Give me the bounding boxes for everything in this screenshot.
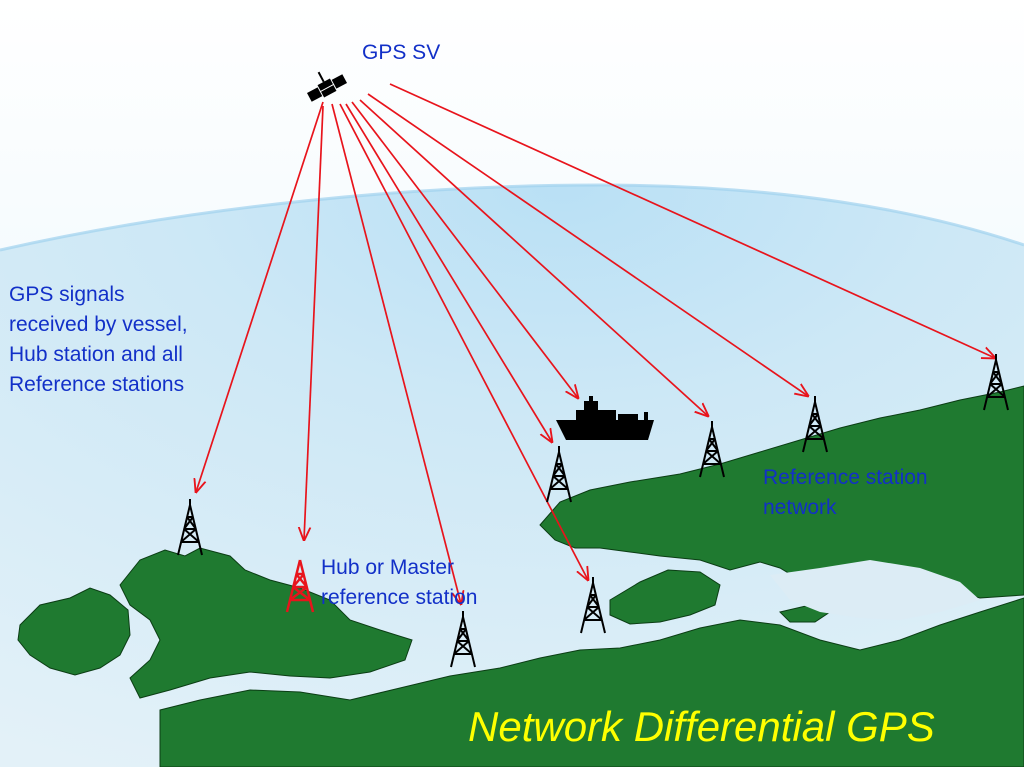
signal-rays — [196, 83, 995, 604]
signals-description: GPS signals received by vessel, Hub stat… — [9, 280, 188, 400]
antenna-tower-icon — [546, 446, 572, 503]
satellite-label: GPS SV — [362, 38, 440, 68]
antenna-tower-icon — [983, 354, 1009, 411]
antenna-tower-icon — [802, 396, 828, 453]
antenna-tower-icon — [450, 611, 476, 668]
land-ireland — [17, 587, 131, 676]
hub-label: Hub or Master reference station — [321, 553, 477, 613]
hub-line-1: Hub or Master — [321, 556, 455, 579]
signal-to-coast-tower — [331, 103, 461, 604]
signals-line-1: GPS signals — [9, 283, 125, 306]
signals-line-4: Reference stations — [9, 373, 185, 396]
signal-to-norway-tower — [345, 103, 552, 442]
signal-to-tower-5 — [389, 83, 995, 358]
land-britain — [119, 547, 413, 699]
land-continent — [159, 597, 1024, 767]
signal-to-vessel — [351, 101, 578, 398]
antenna-tower-icon — [177, 499, 203, 556]
hub-line-2: reference station — [321, 586, 478, 609]
network-line-2: network — [763, 496, 837, 519]
hub-antenna-icon — [285, 559, 315, 613]
signals-line-3: Hub station and all — [9, 343, 183, 366]
network-label: Reference station network — [763, 463, 928, 523]
antenna-tower-icon — [580, 577, 606, 634]
reference-towers — [177, 354, 1009, 668]
baltic-sea — [770, 560, 980, 620]
network-line-1: Reference station — [763, 466, 928, 489]
signal-to-ireland-tower — [196, 101, 324, 492]
signals-line-2: received by vessel, — [9, 313, 188, 336]
antenna-tower-icon — [699, 421, 725, 478]
satellite-label-text: GPS SV — [362, 41, 441, 64]
land-masses — [17, 385, 1024, 767]
signal-to-tower-4 — [367, 93, 808, 396]
signal-to-hub — [304, 105, 324, 540]
land-denmark — [609, 569, 721, 625]
diagram-title: Network Differential GPS — [468, 703, 935, 750]
horizon-glow — [0, 183, 1024, 252]
ship-icon — [556, 396, 654, 440]
signal-to-tower-3 — [359, 99, 708, 416]
satellite-icon — [306, 71, 348, 102]
